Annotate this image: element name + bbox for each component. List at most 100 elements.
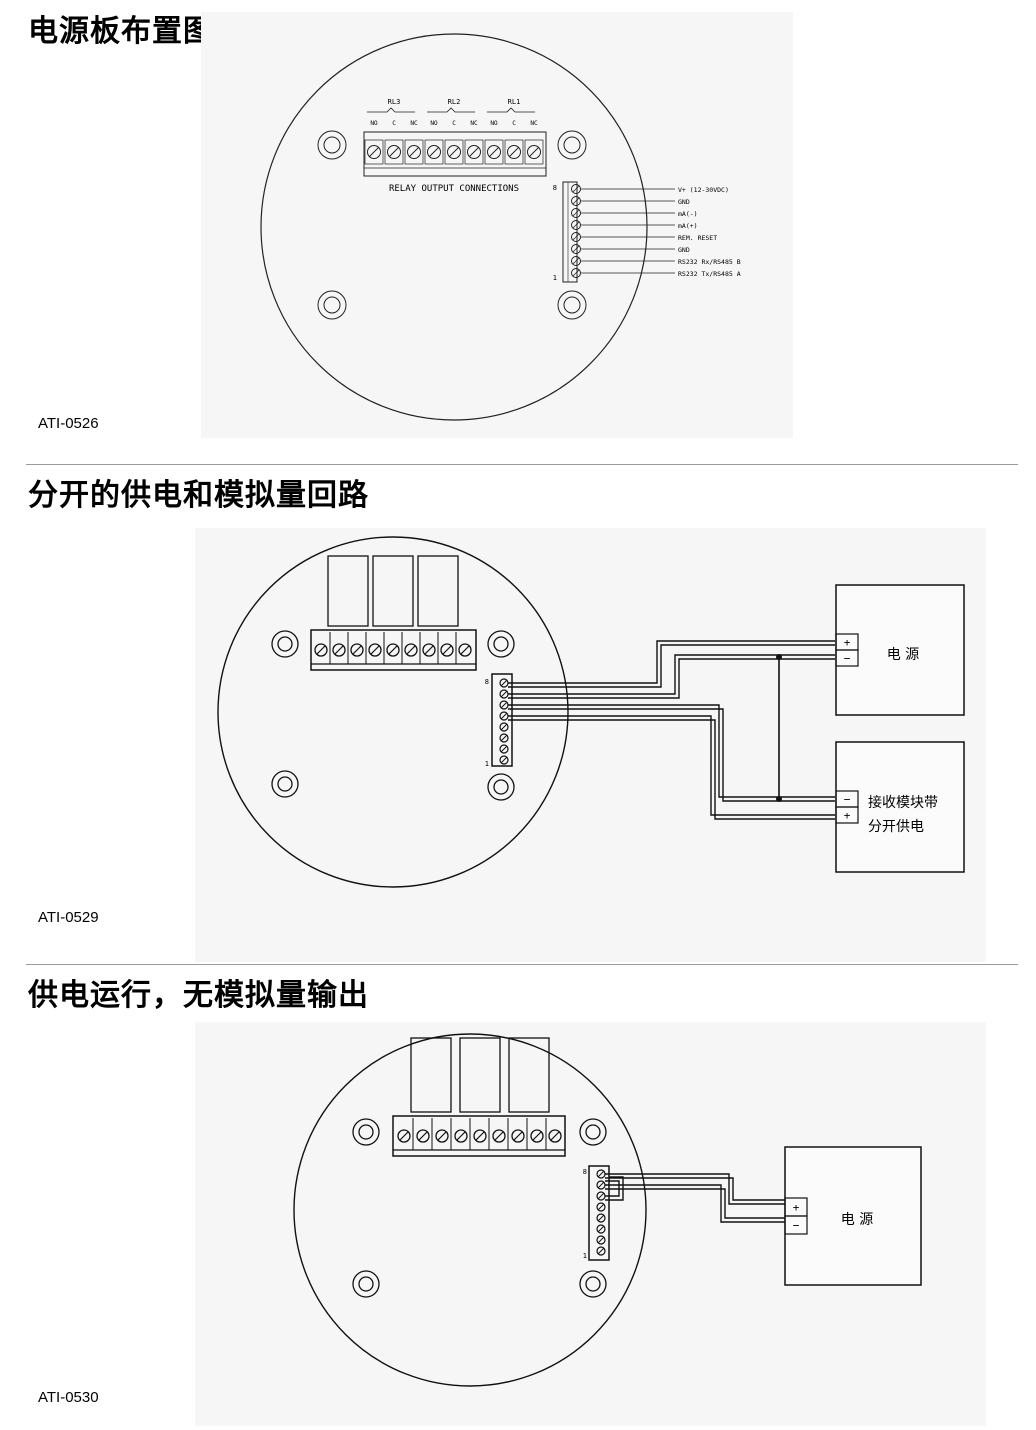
- mount-hole: [317, 290, 347, 320]
- mount-hole: [579, 1118, 607, 1146]
- figure-id: ATI-0526: [38, 415, 99, 432]
- contact-label: C: [452, 120, 456, 127]
- power-supply: [784, 1146, 922, 1286]
- mount-hole: [352, 1270, 380, 1298]
- pcb-outline: [217, 536, 569, 888]
- section-title-board-layout: 电源板布置图: [28, 14, 214, 49]
- power-plus-symbol: +: [844, 636, 851, 649]
- no-analog-panel: 8 1 + − 电 源: [195, 1022, 986, 1426]
- section-title-no-analog: 供电运行，无模拟量输出: [28, 978, 369, 1013]
- receiver-plus-symbol: +: [844, 809, 851, 822]
- relay: [417, 555, 459, 627]
- terminal-screw: [571, 208, 581, 218]
- relay-terminal-block: [392, 1115, 566, 1157]
- relay: [508, 1037, 550, 1113]
- terminal-label: GND: [678, 198, 690, 206]
- screw-terminal: [404, 139, 424, 165]
- terminal-pin-1-label: 1: [583, 1252, 587, 1260]
- contact-label: NO: [490, 120, 498, 127]
- contact-label: NC: [530, 120, 538, 127]
- mount-hole: [557, 290, 587, 320]
- mount-hole: [271, 630, 299, 658]
- section-divider: [26, 964, 1018, 965]
- terminal-screw: [571, 232, 581, 242]
- board-layout-diagram: RL3 RL2 RL1 NO C NC NO C NC NO C NC RELA…: [260, 33, 741, 421]
- terminal-label: REM. RESET: [678, 234, 717, 242]
- screw-terminal: [484, 139, 504, 165]
- relay: [459, 1037, 501, 1113]
- relay-group-label: RL1: [508, 98, 521, 106]
- terminal-pin-8-label: 8: [485, 678, 489, 686]
- separate-supply-diagram: 8 1: [217, 536, 965, 888]
- mount-hole: [579, 1270, 607, 1298]
- figure-id: ATI-0529: [38, 909, 99, 926]
- relay: [372, 555, 414, 627]
- mount-hole: [487, 630, 515, 658]
- receiver-module: [835, 741, 965, 873]
- power-supply: [835, 584, 965, 716]
- wire-junction: [776, 654, 782, 660]
- terminal-screw: [571, 220, 581, 230]
- contact-label: C: [512, 120, 516, 127]
- no-analog-diagram: 8 1 + − 电 源: [293, 1033, 922, 1387]
- terminal-screw: [571, 184, 581, 194]
- relay: [327, 555, 369, 627]
- contact-label: C: [392, 120, 396, 127]
- contact-label: NC: [470, 120, 478, 127]
- section-title-separate-supply: 分开的供电和模拟量回路: [28, 478, 369, 513]
- contact-label: NO: [430, 120, 438, 127]
- io-terminal-block: [588, 1165, 610, 1261]
- contact-label: NC: [410, 120, 418, 127]
- terminal-screw: [571, 268, 581, 278]
- board-layout-panel: RL3 RL2 RL1 NO C NC NO C NC NO C NC RELA…: [201, 12, 793, 438]
- relay-group-label: RL2: [448, 98, 461, 106]
- terminal-screw: [571, 256, 581, 266]
- power-minus-symbol: −: [844, 652, 851, 665]
- pcb-outline: [260, 33, 648, 421]
- wire-junction: [776, 796, 782, 802]
- contact-label: NO: [370, 120, 378, 127]
- screw-terminal: [524, 139, 544, 165]
- io-terminal-block: [562, 181, 581, 283]
- screw-terminal: [444, 139, 464, 165]
- power-minus-symbol: −: [793, 1219, 800, 1232]
- power-supply-label: 电 源: [841, 1212, 873, 1228]
- screw-terminal: [464, 139, 484, 165]
- relay: [410, 1037, 452, 1113]
- wiring: [508, 640, 835, 820]
- mount-hole: [487, 773, 515, 801]
- terminal-pin-8-label: 8: [583, 1168, 587, 1176]
- terminal-screw: [571, 196, 581, 206]
- screw-terminal: [504, 139, 524, 165]
- screw-terminal: [424, 139, 444, 165]
- mount-hole: [352, 1118, 380, 1146]
- terminal-pin-1-label: 1: [485, 760, 489, 768]
- screw-terminal: [364, 139, 384, 165]
- power-plus-symbol: +: [793, 1201, 800, 1214]
- terminal-label: RS232 Rx/RS485 B: [678, 258, 741, 266]
- figure-id: ATI-0530: [38, 1389, 99, 1406]
- power-supply-label: 电 源: [887, 647, 919, 663]
- section-divider: [26, 464, 1018, 465]
- terminal-pin-1-label: 1: [553, 274, 557, 282]
- terminal-label: mA(+): [678, 222, 698, 230]
- wiring: [605, 1173, 785, 1223]
- pcb-outline: [293, 1033, 647, 1387]
- relay-group-label: RL3: [388, 98, 401, 106]
- mount-hole: [557, 130, 587, 160]
- screw-terminal: [384, 139, 404, 165]
- relay-terminal-block: [363, 131, 547, 177]
- relay-terminal-block: [310, 629, 477, 671]
- separate-supply-panel: 8 1: [195, 528, 986, 962]
- relay-output-caption: RELAY OUTPUT CONNECTIONS: [389, 184, 519, 194]
- terminal-label: GND: [678, 246, 690, 254]
- terminal-label: V+ (12-30VDC): [678, 186, 729, 194]
- terminal-pin-8-label: 8: [553, 184, 557, 192]
- terminal-label: RS232 Tx/RS485 A: [678, 270, 741, 278]
- mount-hole: [317, 130, 347, 160]
- receiver-minus-symbol: −: [844, 793, 851, 806]
- mount-hole: [271, 770, 299, 798]
- receiver-label-line1: 接收模块带: [868, 794, 938, 811]
- receiver-label-line2: 分开供电: [868, 819, 924, 835]
- terminal-screw: [571, 244, 581, 254]
